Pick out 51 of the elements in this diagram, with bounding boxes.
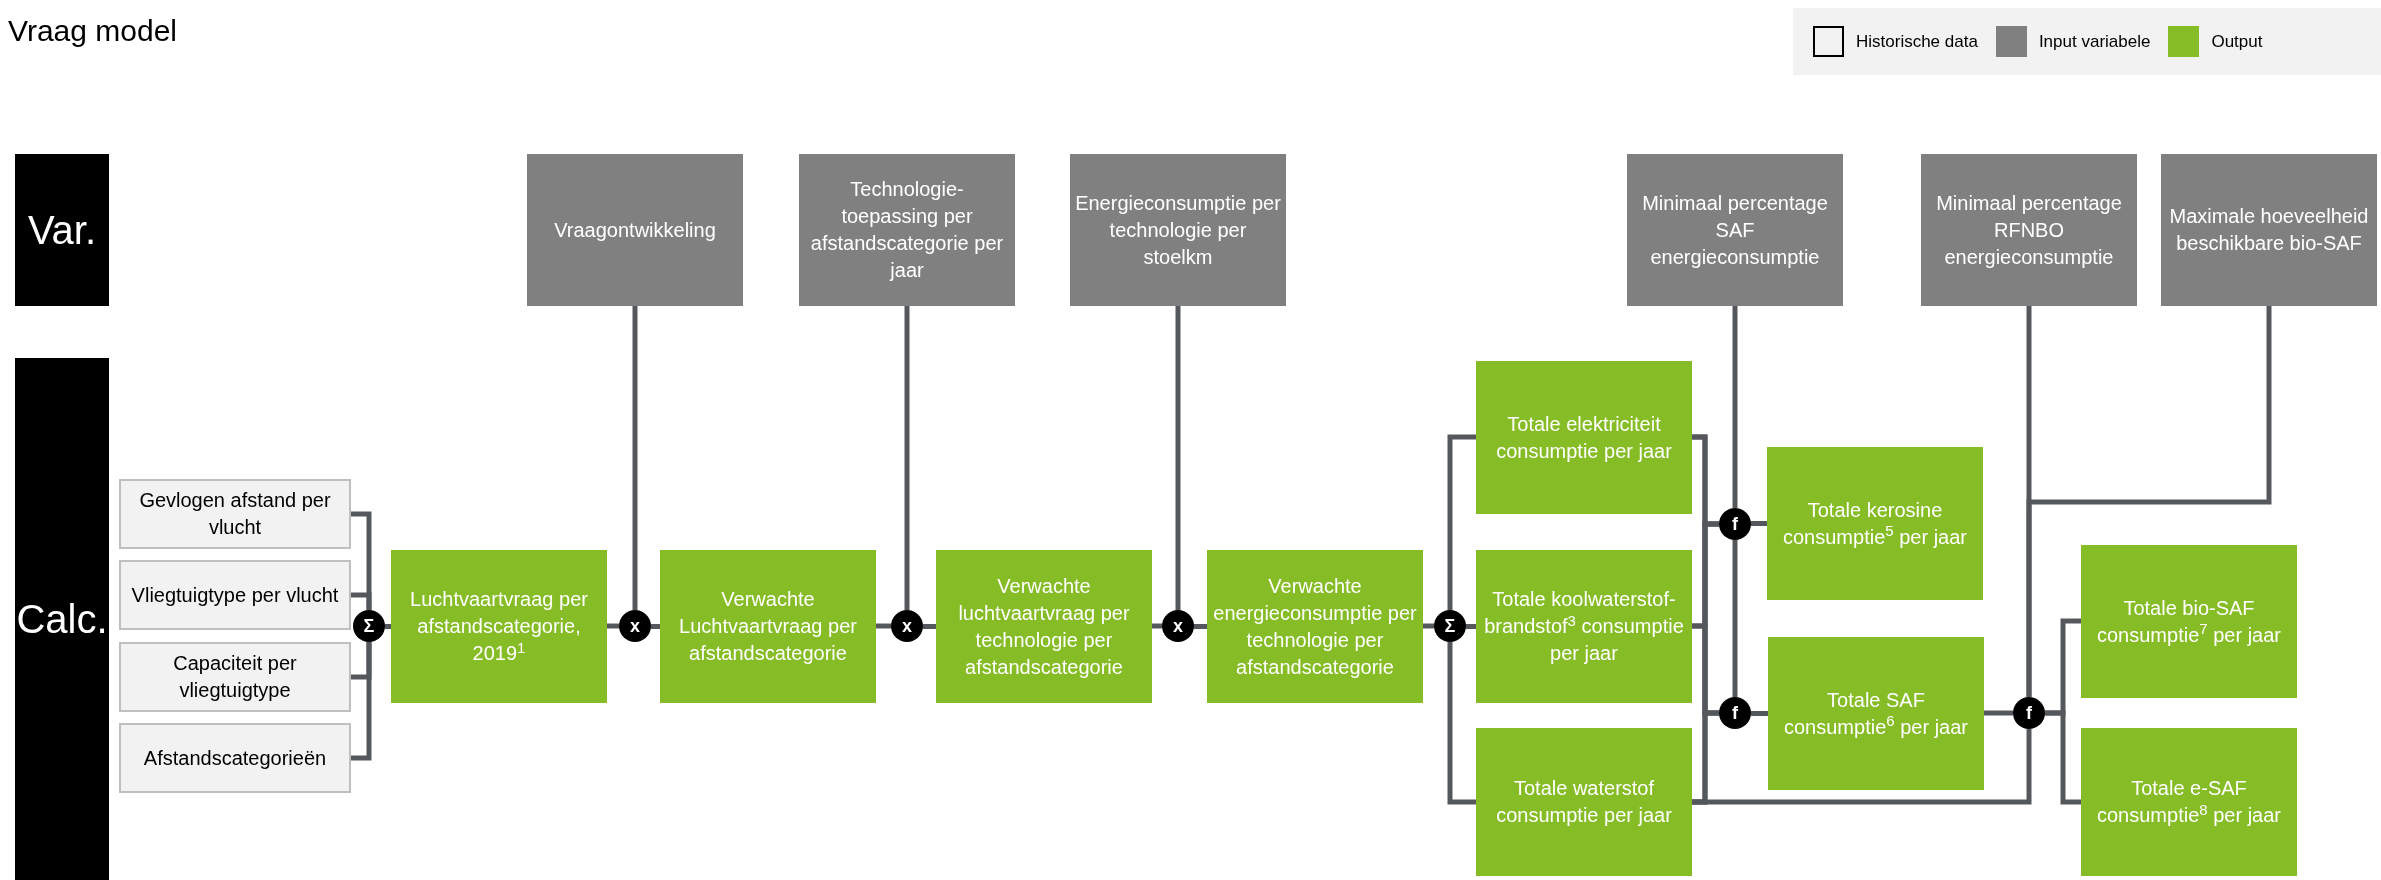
row-label-band: Var. [15,154,109,306]
connector-line [1692,729,2032,805]
connector-line [607,623,619,629]
output-box: Totale waterstof consumptie per jaar [1476,728,1692,876]
connector-line [904,306,910,610]
connector-line [651,624,660,629]
input-variable-box: Technologie-toepassing per afstandscategorie per jaar [799,154,1015,306]
row-label-band: Calc. [15,358,109,880]
connector-line [1447,642,1476,805]
input-variable-box: Minimaal percentage RFNBO energieconsumptie [1921,154,2137,306]
output-box: Totale e-SAF consumptie$^{8}$ per jaar [2081,728,2297,876]
connector-line [1447,434,1476,610]
connector-line [351,592,372,610]
data-box: Capaciteit per vliegtuigtype [119,642,351,712]
connector-line [1423,623,1434,629]
legend-label: Output [2211,30,2263,53]
connector-line [385,624,391,629]
connector-line [876,623,891,629]
output-box: Totale elektriciteit consumptie per jaar [1476,361,1692,514]
connector-line [1466,624,1476,629]
output-box: Totale SAF consumptie$^{6}$ per jaar [1768,637,1984,790]
connector-line [1984,710,2013,716]
data-box: Afstandscategorieën [119,723,351,793]
connector-line [1732,540,1738,697]
connector-line [1175,306,1181,610]
connector-line [1732,306,1738,508]
input-variable-box: Energieconsumptie per technologie per stoelkm [1070,154,1286,306]
connector-line [2026,306,2272,697]
connector-line [2045,710,2081,805]
connector-line [1751,711,1768,716]
legend-label: Historische data [1856,30,1978,53]
connector-line [632,306,638,610]
output-box: Totale koolwaterstof-brandstof$^{3}$ consumptie per jaar [1476,550,1692,703]
connector-line [923,624,936,629]
data-box: Gevlogen afstand per vlucht [119,479,351,549]
input-variable-box: Minimaal percentage SAF energieconsumptie [1627,154,1843,306]
connector-line [1751,521,1767,526]
connector-line [351,642,372,761]
output-box: Verwachte energieconsumptie per technologie per afstandscategorie [1207,550,1423,703]
legend-label: Input variabele [2038,30,2151,53]
input-variable-box: Vraagontwikkeling [527,154,743,306]
output-box: Totale bio-SAF consumptie$^{7}$ per jaar [2081,545,2297,698]
output-box: Verwachte luchtvaartvraag per technologie per afstandscategorie [936,550,1152,703]
output-box: Luchtvaartvraag per afstandscategorie, 2019$^{1}$ [391,550,607,703]
connector-line [1152,623,1162,629]
data-box: Vliegtuigtype per vlucht [119,560,351,630]
output-box: Verwachte Luchtvaartvraag per afstandscategorie [660,550,876,703]
output-box: Totale kerosine consumptie$^{5}$ per jaar [1767,447,1983,600]
connector-line [1194,624,1207,629]
input-variable-box: Maximale hoeveelheid beschikbare bio-SAF [2161,154,2377,306]
diagram-title: Vraag model [8,13,177,49]
